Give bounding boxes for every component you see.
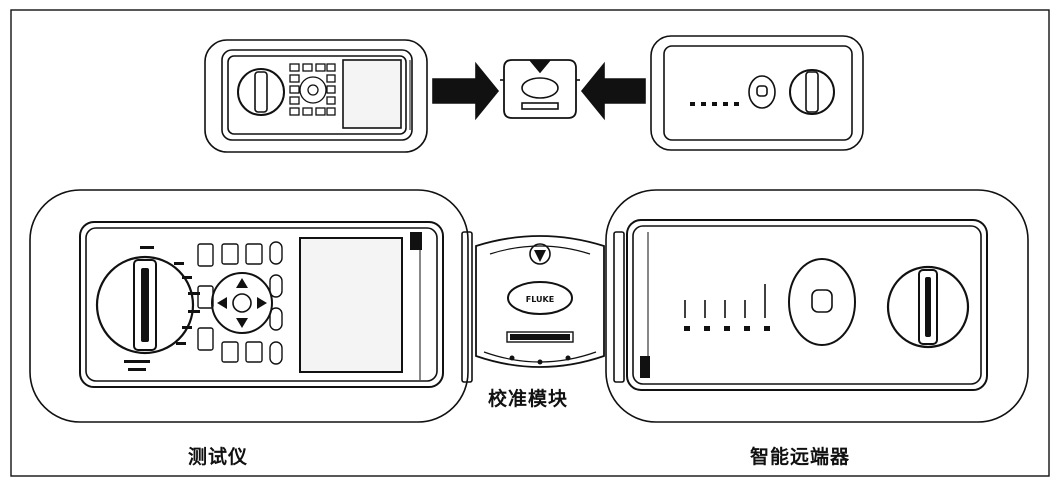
indicator-led-icon (684, 284, 770, 331)
small-tester-screen (342, 59, 402, 129)
small-tester-device (204, 39, 428, 153)
rotary-dial-icon (95, 255, 195, 355)
rotary-dial-icon (886, 265, 970, 349)
rotary-dial-icon (789, 69, 835, 115)
tester-screen (299, 237, 403, 373)
dpad-arrows (217, 278, 267, 328)
rotary-dial-icon (237, 68, 285, 116)
smart-remote-caption: 智能远端器 (750, 446, 851, 468)
remote-brand-badge (640, 356, 650, 378)
diagram-border (10, 9, 1050, 477)
small-calibration-module (500, 59, 580, 119)
small-remote-device (650, 35, 864, 151)
module-brand-text: FLUKE (526, 295, 554, 304)
large-calibration-module: FLUKE (475, 235, 605, 368)
tester-caption: 测试仪 (188, 446, 249, 468)
dial-knob (254, 71, 268, 113)
indicator-leds (690, 102, 739, 106)
calibration-module-caption: 校准模块 (488, 388, 569, 410)
arrow-left-icon (580, 61, 646, 121)
large-remote-device (605, 189, 1029, 423)
large-tester-device (29, 189, 473, 423)
arrow-right-icon (432, 61, 500, 121)
brand-badge (410, 232, 422, 250)
